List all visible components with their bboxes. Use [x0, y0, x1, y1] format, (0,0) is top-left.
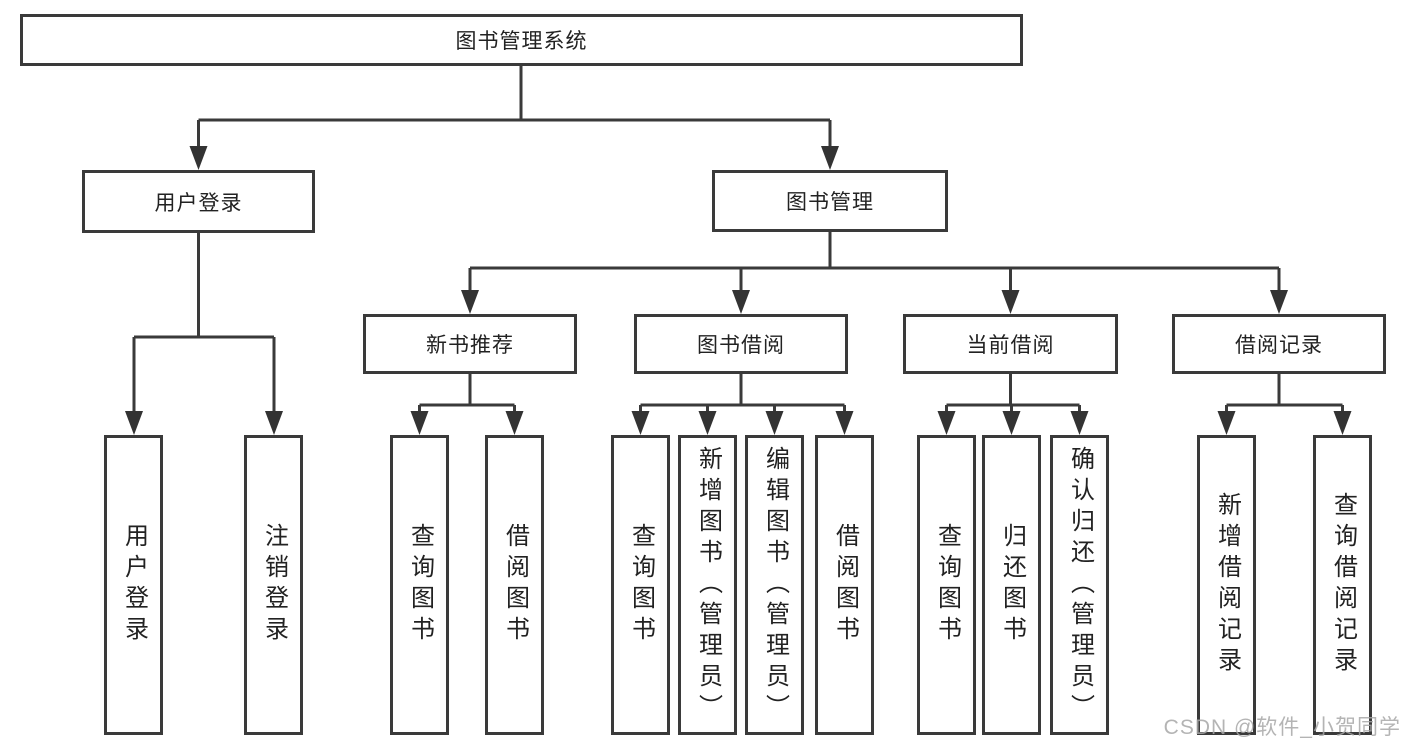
leaf-borrow-borrow-books: 借阅图书 — [815, 435, 874, 735]
leaf-label: 借阅图书 — [501, 523, 529, 647]
leaf-records-add-record: 新增借阅记录 — [1197, 435, 1256, 735]
node-user-login: 用户登录 — [82, 170, 315, 233]
arrowhead-icons — [125, 146, 1352, 435]
leaf-label: 编辑图书（管理员） — [761, 445, 789, 725]
leaf-label: 查询图书 — [406, 523, 434, 647]
node-book-borrowing: 图书借阅 — [634, 314, 848, 374]
node-current-borrowing: 当前借阅 — [903, 314, 1118, 374]
leaf-records-query-record: 查询借阅记录 — [1313, 435, 1372, 735]
node-new-book-recommend: 新书推荐 — [363, 314, 577, 374]
csdn-watermark: CSDN @软件_小贺同学 — [1163, 716, 1401, 739]
leaf-logout-login: 注销登录 — [244, 435, 303, 735]
leaf-label: 确认归还（管理员） — [1066, 445, 1094, 725]
node-book-management-system: 图书管理系统 — [20, 14, 1023, 66]
leaf-label: 归还图书 — [998, 523, 1026, 647]
node-label: 当前借阅 — [966, 334, 1055, 357]
leaf-current-confirm-return-admin: 确认归还（管理员） — [1050, 435, 1109, 735]
leaf-borrow-edit-books-admin: 编辑图书（管理员） — [745, 435, 804, 735]
node-label: 图书管理 — [786, 191, 874, 214]
leaf-borrow-query-books: 查询图书 — [611, 435, 670, 735]
leaf-label: 新增借阅记录 — [1213, 492, 1241, 678]
leaf-current-query-books: 查询图书 — [917, 435, 976, 735]
leaf-label: 查询图书 — [627, 523, 655, 647]
node-label: 借阅记录 — [1235, 334, 1323, 357]
leaf-label: 查询借阅记录 — [1329, 492, 1357, 678]
node-borrowing-records: 借阅记录 — [1172, 314, 1386, 374]
node-label: 图书借阅 — [697, 334, 785, 357]
leaf-current-return-books: 归还图书 — [982, 435, 1041, 735]
node-label: 图书管理系统 — [455, 30, 588, 53]
leaf-label: 用户登录 — [120, 523, 148, 647]
node-book-management: 图书管理 — [712, 170, 948, 232]
leaf-user-login: 用户登录 — [104, 435, 163, 735]
tree-edges — [132, 66, 1344, 413]
leaf-label: 注销登录 — [260, 523, 288, 647]
leaf-borrow-add-books-admin: 新增图书（管理员） — [678, 435, 737, 735]
leaf-label: 新增图书（管理员） — [694, 445, 722, 725]
node-label: 用户登录 — [154, 191, 243, 215]
leaf-recommend-query-books: 查询图书 — [390, 435, 449, 735]
node-label: 新书推荐 — [426, 334, 514, 357]
leaf-label: 借阅图书 — [831, 523, 859, 647]
leaf-label: 查询图书 — [933, 523, 961, 647]
leaf-recommend-borrow-books: 借阅图书 — [485, 435, 544, 735]
